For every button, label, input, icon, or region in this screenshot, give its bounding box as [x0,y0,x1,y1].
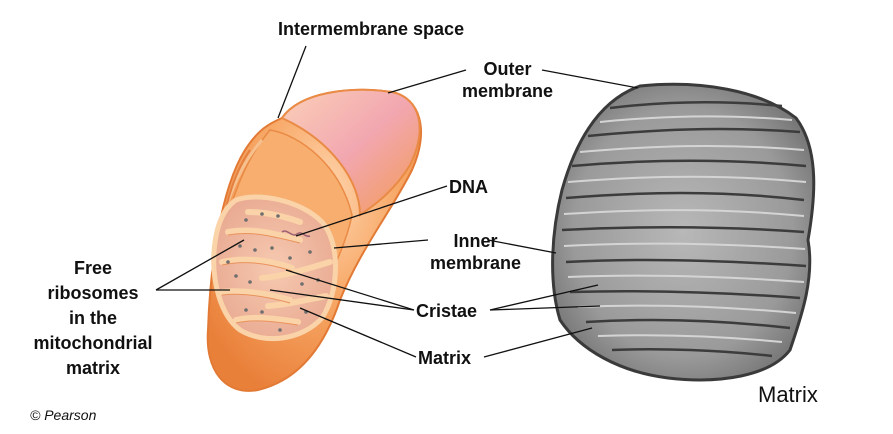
leader-inner-photo [487,239,557,254]
outer-membrane-top [280,88,421,217]
electron-micrograph [551,82,816,382]
leader-cristae-photo-2 [489,305,601,311]
leader-cristae-2 [269,289,415,311]
label-cristae: Cristae [416,301,478,321]
label-photo-matrix: Matrix [758,382,818,407]
leader-cristae-photo-1 [489,284,599,311]
leader-matrix-illustration [299,307,417,358]
label-inner-membrane: Inner membrane [430,231,522,273]
label-intermembrane-space: Intermembrane space [278,19,465,39]
label-dna: DNA [449,177,488,197]
leader-ribosome-1 [155,239,245,291]
leader-inner-illustration [333,239,429,249]
leader-matrix-photo [483,327,593,358]
leader-dna [295,185,448,237]
label-free-ribosomes: Free ribosomes in the mitochondrial matr… [33,258,153,378]
copyright-credit: © Pearson [30,407,97,423]
label-matrix: Matrix [418,348,472,368]
micrograph-cristae [561,101,807,358]
leader-lines [155,45,639,358]
leader-intermembrane [277,45,307,119]
leader-cristae-1 [285,269,415,311]
label-outer-membrane: Outer membrane [462,59,554,101]
micrograph-cristae-light [563,115,807,343]
leader-outer-illustration [387,69,467,94]
dna-strand [281,230,311,238]
cristae-fold-edges [221,232,301,326]
leader-outer-photo [541,69,639,89]
